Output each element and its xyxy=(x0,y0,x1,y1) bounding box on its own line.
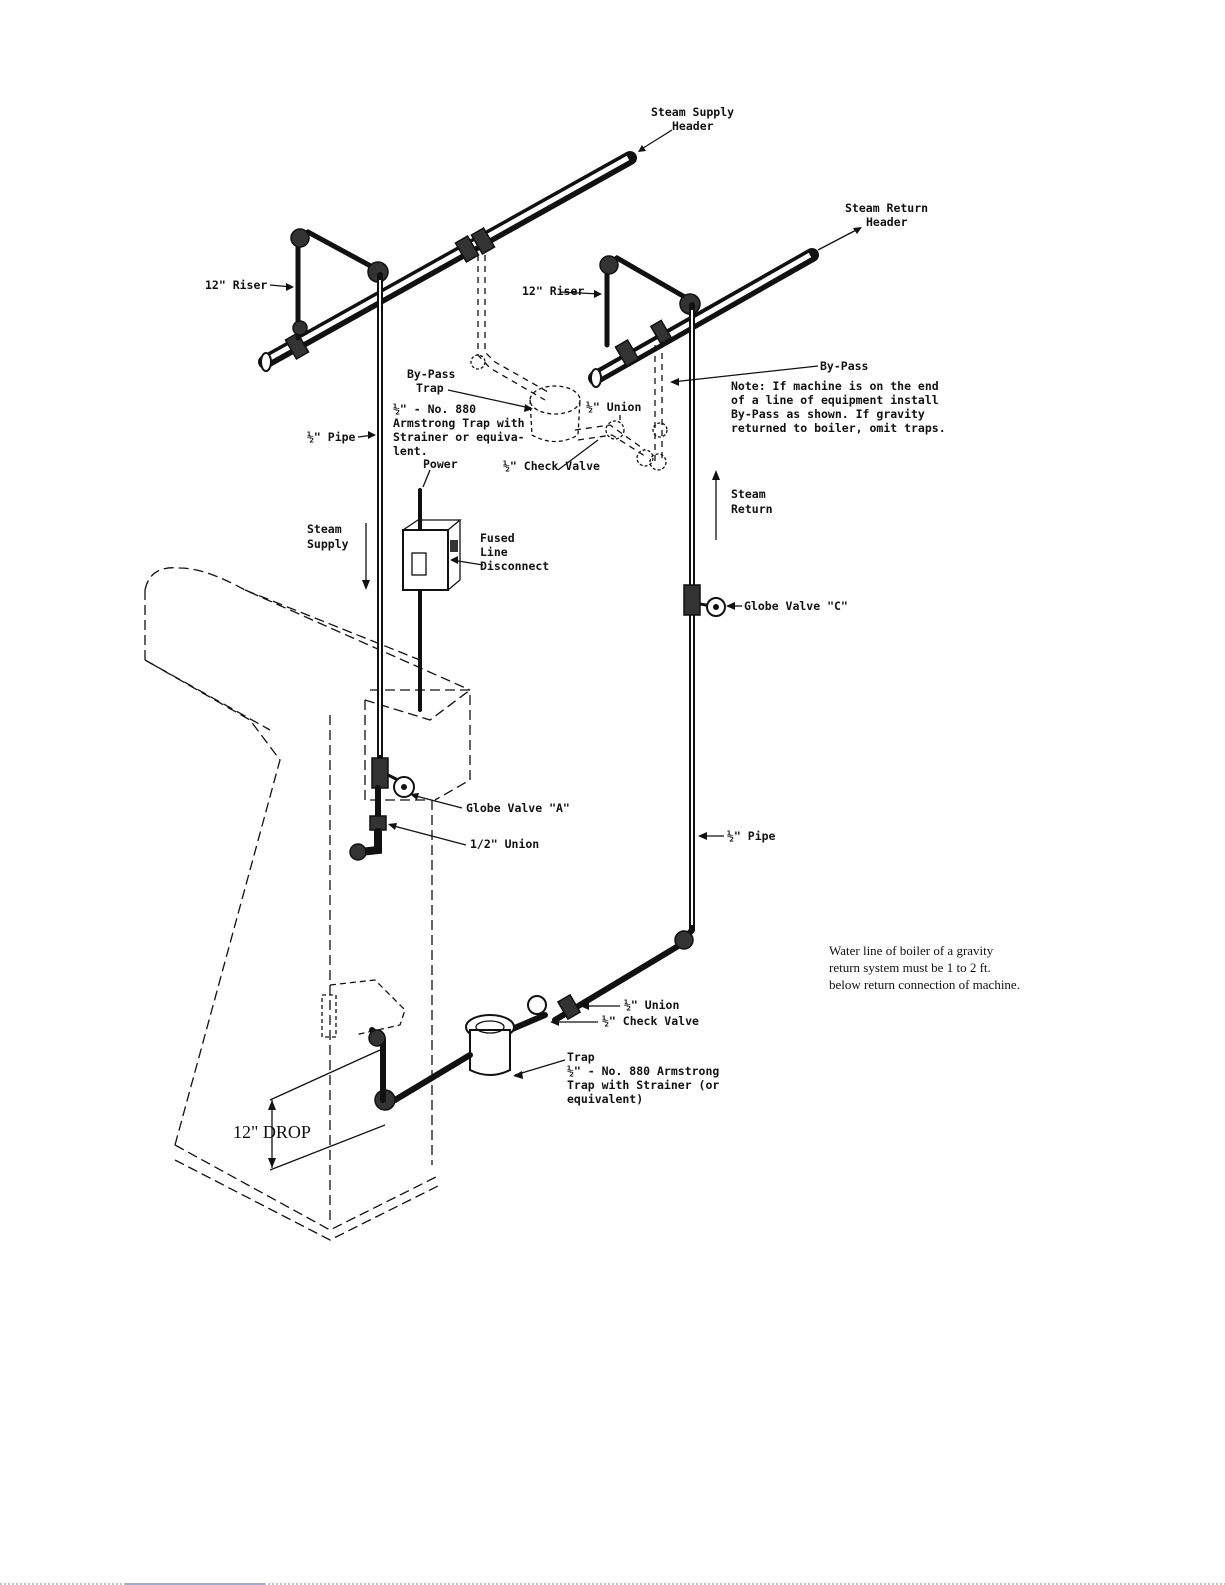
label-trap-bottom-1: Trap xyxy=(567,1050,595,1064)
return-pipe xyxy=(507,302,726,1033)
label-water-line-1: Water line of boiler of a gravity xyxy=(829,943,994,958)
label-half-union-top: ½" Union xyxy=(586,400,641,414)
label-half-union-bottom: ½" Union xyxy=(624,998,679,1012)
label-riser-left: 12" Riser xyxy=(205,278,267,292)
label-fused-1: Fused xyxy=(480,531,515,545)
label-steam-supply-header-1: Steam Supply xyxy=(651,105,734,119)
label-power: Power xyxy=(423,457,458,471)
label-steam-supply-header-2: Header xyxy=(672,119,714,133)
label-bypass-trap-spec-3: Strainer or equiva- xyxy=(393,430,525,444)
label-steam-return-2: Return xyxy=(731,502,773,516)
label-globe-valve-c: Globe Valve "C" xyxy=(744,599,848,613)
label-bypass-trap-spec-4: lent. xyxy=(393,444,428,458)
label-union-half: 1/2" Union xyxy=(470,837,539,851)
label-half-pipe-right: ½" Pipe xyxy=(727,829,776,843)
label-note-1: Note: If machine is on the end xyxy=(731,379,939,393)
label-trap-bottom-2: ½" - No. 880 Armstrong xyxy=(567,1064,719,1078)
label-bypass-right: By-Pass xyxy=(820,359,868,373)
label-globe-valve-a: Globe Valve "A" xyxy=(466,801,570,815)
leaders xyxy=(269,129,862,1079)
label-steam-return-1: Steam xyxy=(731,487,766,501)
bypass-trap-assembly xyxy=(529,385,654,467)
fused-line-disconnect xyxy=(402,488,462,712)
label-fused-3: Disconnect xyxy=(480,559,549,573)
label-fused-2: Line xyxy=(480,545,508,559)
label-steam-supply-1: Steam xyxy=(307,522,342,536)
label-bypass-trap-spec-1: ½" - No. 880 xyxy=(393,402,476,416)
drop-bracket xyxy=(268,979,406,1171)
label-note-4: returned to boiler, omit traps. xyxy=(731,421,946,435)
label-drop: 12" DROP xyxy=(233,1122,311,1142)
label-steam-supply-2: Supply xyxy=(307,537,349,551)
label-trap-bottom-4: equivalent) xyxy=(567,1092,643,1106)
label-half-check-valve-bottom: ½" Check Valve xyxy=(602,1014,699,1028)
label-steam-return-header-2: Header xyxy=(866,215,908,229)
label-water-line-2: return system must be 1 to 2 ft. xyxy=(829,960,991,975)
label-bypass-trap-2: Trap xyxy=(416,381,444,395)
steam-supply-header xyxy=(258,151,637,401)
label-steam-return-header-1: Steam Return xyxy=(845,201,928,215)
label-half-check-valve-top: ½" Check Valve xyxy=(503,459,600,473)
label-trap-bottom-3: Trap with Strainer (or xyxy=(567,1078,719,1092)
label-note-3: By-Pass as shown. If gravity xyxy=(731,407,925,421)
label-water-line-3: below return connection of machine. xyxy=(829,977,1020,992)
label-note-2: of a line of equipment install xyxy=(731,393,939,407)
label-riser-right: 12" Riser xyxy=(522,284,584,298)
machine-outline xyxy=(144,567,471,1241)
steam-return-header xyxy=(588,248,819,471)
label-bypass-trap-1: By-Pass xyxy=(407,367,455,381)
label-half-pipe-left: ½" Pipe xyxy=(307,430,356,444)
label-bypass-trap-spec-2: Armstrong Trap with xyxy=(393,416,525,430)
bottom-trap xyxy=(368,1014,515,1111)
labels: Steam Supply Header Steam Return Header … xyxy=(205,105,1020,1142)
globe-valve-a xyxy=(349,757,415,861)
